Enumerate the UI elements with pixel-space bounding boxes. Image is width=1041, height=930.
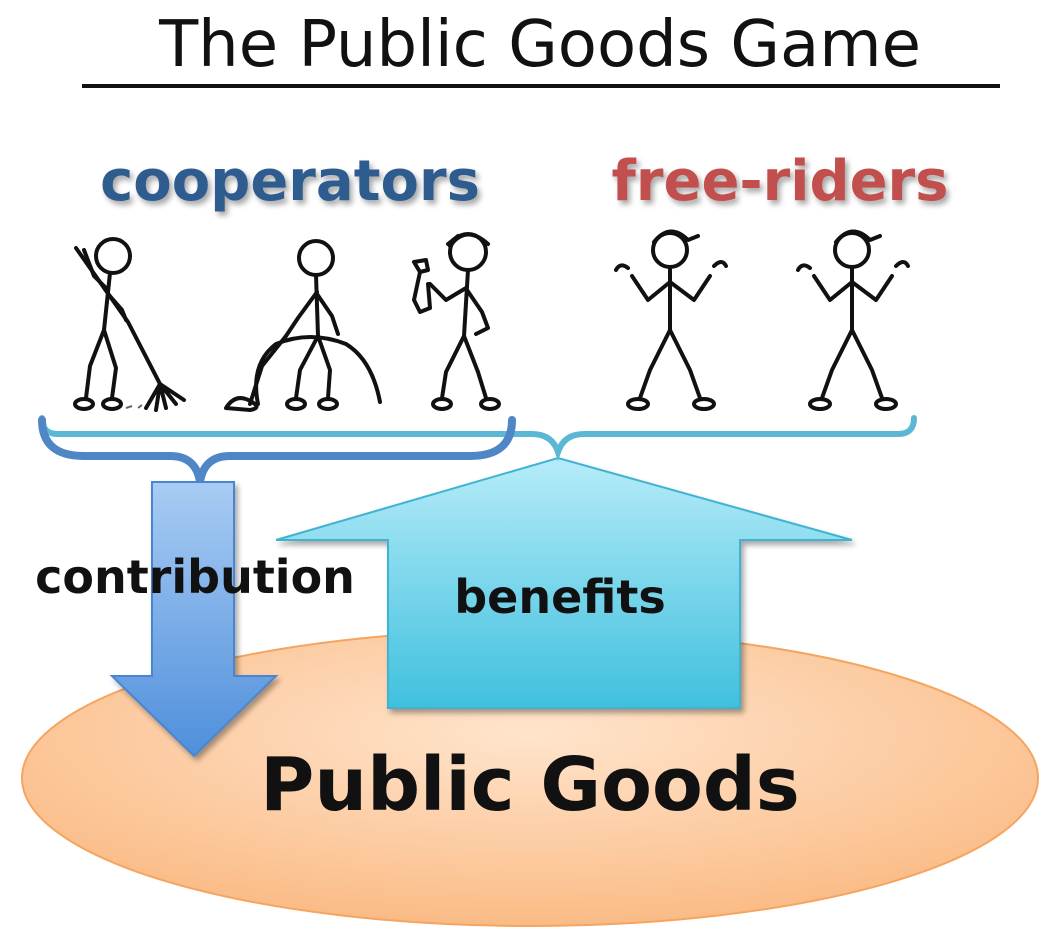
cooperator-vacuuming-figure bbox=[224, 239, 382, 412]
contribution-arrow bbox=[109, 481, 279, 758]
cooperators-brace bbox=[38, 416, 516, 483]
cooperators-label: cooperators bbox=[100, 149, 480, 214]
cooperator-worker-figure bbox=[412, 232, 501, 411]
free-riders-label: free-riders bbox=[611, 149, 948, 214]
benefits-arrow bbox=[275, 456, 853, 709]
public-goods-label: Public Goods bbox=[260, 742, 800, 828]
all-players-brace bbox=[39, 415, 917, 462]
free-rider-figure-1 bbox=[614, 229, 728, 411]
benefits-label: benefits bbox=[454, 570, 666, 624]
cooperator-sweeping-figure bbox=[73, 237, 186, 412]
free-rider-figure-2 bbox=[796, 229, 910, 411]
diagram-title: The Public Goods Game bbox=[158, 8, 921, 82]
contribution-label: contribution bbox=[35, 550, 355, 604]
